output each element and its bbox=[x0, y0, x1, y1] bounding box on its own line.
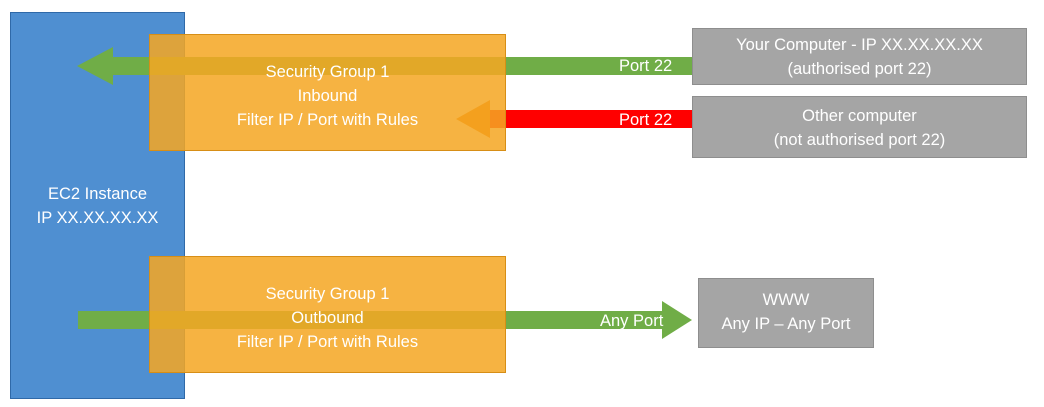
allowed-inbound-port-label: Port 22 bbox=[619, 57, 673, 75]
www-box: WWW Any IP – Any Port bbox=[698, 278, 874, 348]
ec2-instance-ip: IP XX.XX.XX.XX bbox=[36, 209, 159, 227]
other-computer-note: (not authorised port 22) bbox=[773, 131, 946, 149]
security-group-inbound-label: Security Group 1 Inbound Filter IP / Por… bbox=[149, 60, 506, 132]
ec2-instance-label: EC2 Instance IP XX.XX.XX.XX bbox=[10, 182, 185, 230]
security-group-outbound-label: Security Group 1 Outbound Filter IP / Po… bbox=[149, 282, 506, 354]
www-title: WWW bbox=[762, 291, 810, 309]
blocked-inbound-arrow-shaft bbox=[490, 110, 692, 128]
security-group-inbound-title: Security Group 1 bbox=[265, 63, 390, 81]
security-group-outbound-direction: Outbound bbox=[291, 309, 364, 327]
security-group-inbound-direction: Inbound bbox=[297, 87, 358, 105]
www-note: Any IP – Any Port bbox=[721, 315, 851, 333]
ec2-instance-title: EC2 Instance bbox=[47, 185, 148, 203]
outbound-arrow-head bbox=[662, 301, 692, 339]
allowed-inbound-arrow-head bbox=[77, 47, 113, 85]
security-group-outbound-box bbox=[149, 256, 506, 373]
security-group-inbound-description: Filter IP / Port with Rules bbox=[236, 111, 419, 129]
your-computer-box: Your Computer - IP XX.XX.XX.XX (authoris… bbox=[692, 28, 1027, 85]
other-computer-box: Other computer (not authorised port 22) bbox=[692, 96, 1027, 158]
security-group-inbound-box bbox=[149, 34, 506, 151]
security-group-outbound-title: Security Group 1 bbox=[265, 285, 390, 303]
security-group-outbound-description: Filter IP / Port with Rules bbox=[236, 333, 419, 351]
your-computer-note: (authorised port 22) bbox=[787, 60, 932, 78]
blocked-inbound-port-label: Port 22 bbox=[619, 111, 673, 129]
other-computer-title: Other computer bbox=[802, 107, 917, 125]
outbound-port-label: Any Port bbox=[600, 312, 664, 330]
your-computer-title: Your Computer - IP XX.XX.XX.XX bbox=[736, 36, 983, 54]
